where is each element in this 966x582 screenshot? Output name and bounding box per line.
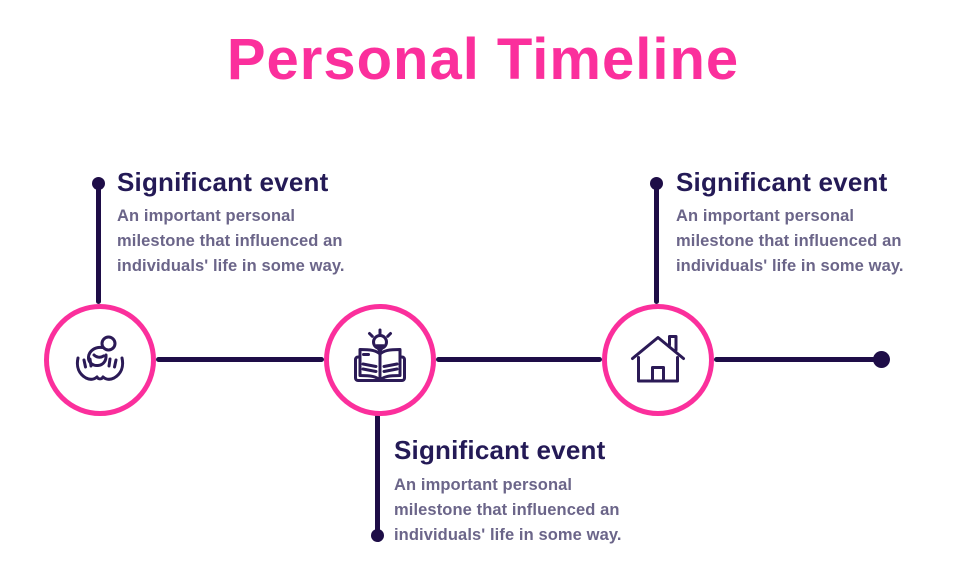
- connector-line: [96, 186, 101, 304]
- timeline-segment-2: [436, 357, 602, 362]
- hands-holding-baby-icon: [75, 335, 125, 381]
- timeline-segment-3: [714, 357, 876, 362]
- connector-line: [375, 414, 380, 532]
- connector-dot: [92, 177, 105, 190]
- milestone-circle-3: [602, 304, 714, 416]
- connector-dot: [650, 177, 663, 190]
- page-title: Personal Timeline: [226, 27, 740, 92]
- milestone-circle-1: [44, 304, 156, 416]
- timeline-segment-1: [156, 357, 324, 362]
- connector-line: [654, 186, 659, 304]
- house-icon: [631, 335, 685, 383]
- timeline-end-dot: [873, 351, 890, 368]
- event-heading: Significant event: [676, 167, 888, 197]
- milestone-circle-2: [324, 304, 436, 416]
- event-description: An important personal milestone that inf…: [676, 207, 904, 275]
- connector-dot: [371, 529, 384, 542]
- event-description: An important personal milestone that inf…: [117, 207, 345, 275]
- event-description: An important personal milestone that inf…: [394, 476, 622, 544]
- open-book-lightbulb-icon: [354, 328, 406, 382]
- event-heading: Significant event: [394, 435, 606, 465]
- event-heading: Significant event: [117, 167, 329, 197]
